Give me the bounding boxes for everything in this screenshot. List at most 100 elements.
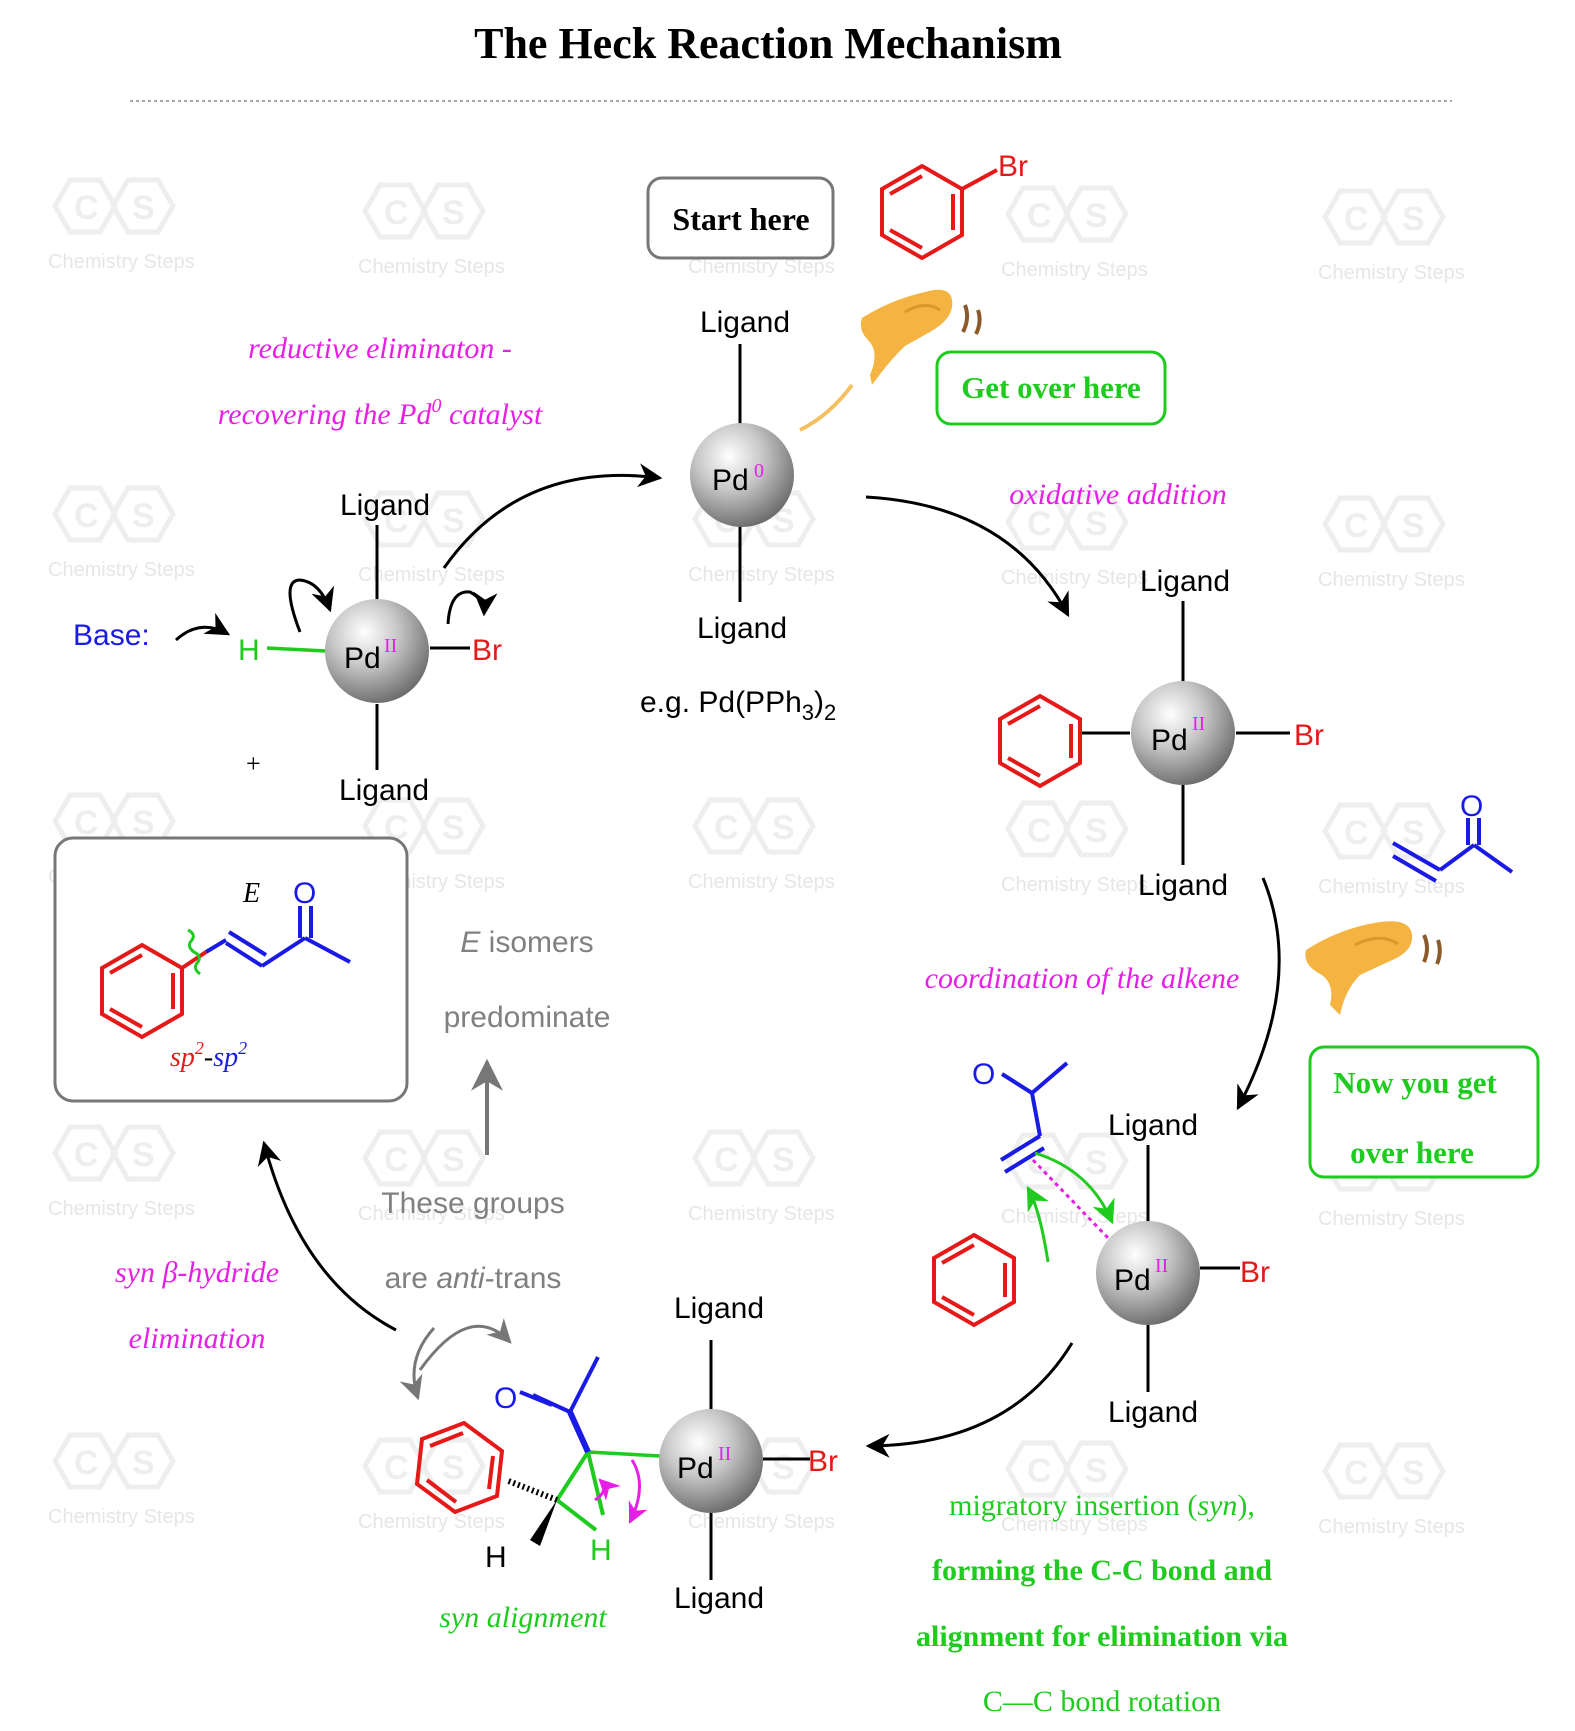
page-title: The Heck Reaction Mechanism (474, 19, 1062, 68)
br-atom-label: Br (998, 150, 1028, 183)
electron-push-arrow (446, 590, 498, 625)
e-isomers-label: E isomers (460, 926, 593, 959)
svg-text:Chemistry Steps: Chemistry Steps (688, 1203, 835, 1225)
beckoning-hand-icon (1305, 921, 1442, 1015)
watermark: Chemistry Steps (358, 493, 505, 586)
hydride-atom-label: H (238, 634, 260, 667)
ligand-label: Ligand (700, 306, 790, 339)
svg-text:Pd: Pd (1114, 1264, 1151, 1297)
watermark: Chemistry Steps (1001, 188, 1148, 281)
watermark: Chemistry Steps (688, 185, 835, 278)
base-attack-arrow (174, 612, 231, 642)
svg-text:Chemistry Steps: Chemistry Steps (688, 1511, 835, 1533)
coordination-label: coordination of the alkene (925, 962, 1240, 995)
svg-text:Chemistry Steps: Chemistry Steps (358, 256, 505, 278)
reductive-elimination-label: reductive eliminaton - (248, 332, 512, 365)
oxidative-addition-label: oxidative addition (1009, 478, 1226, 511)
svg-text:Chemistry Steps: Chemistry Steps (48, 559, 195, 581)
svg-text:Pd: Pd (344, 642, 381, 675)
svg-text:Pd: Pd (712, 464, 749, 497)
svg-text:Chemistry Steps: Chemistry Steps (1001, 1206, 1148, 1228)
watermark: Chemistry Steps (48, 1127, 195, 1220)
syn-alignment-label: syn alignment (439, 1601, 607, 1634)
recovering-catalyst-label: recovering the Pd0 catalyst (218, 395, 543, 431)
br-atom-label: Br (472, 634, 502, 667)
electron-push-arrow (288, 578, 335, 633)
carbonyl-double-bond (519, 1390, 553, 1407)
predominate-label: predominate (444, 1001, 611, 1034)
cycle-arrow-oxidative (865, 495, 1070, 618)
br-atom-label: Br (1240, 1256, 1270, 1289)
e-configuration-label: E (242, 878, 260, 909)
ligand-label: Ligand (1138, 869, 1228, 902)
oxygen-atom-label: O (1460, 790, 1483, 823)
green-curved-arrow (1034, 1151, 1115, 1225)
ligand-label: Ligand (697, 612, 787, 645)
cycle-arrow-reductive (442, 463, 663, 569)
ligand-label: Ligand (1140, 565, 1230, 598)
svg-text:0: 0 (754, 460, 764, 482)
methyl-vinyl-ketone-reagent (1391, 818, 1514, 883)
plus-sign: + (246, 749, 261, 778)
rotation-arrow (594, 1478, 621, 1502)
watermark: Chemistry Steps (358, 1440, 505, 1533)
bromobenzene-reagent (880, 163, 998, 261)
grey-rotation-arrow (418, 1318, 512, 1371)
svg-text:Chemistry Steps: Chemistry Steps (1318, 1516, 1465, 1538)
svg-text:Chemistry Steps: Chemistry Steps (688, 256, 835, 278)
ligand-label: Ligand (674, 1582, 764, 1615)
svg-text:Chemistry Steps: Chemistry Steps (688, 871, 835, 893)
svg-text:Chemistry Steps: Chemistry Steps (358, 1203, 505, 1225)
svg-text:II: II (384, 635, 397, 657)
base-label: Base: (73, 619, 150, 652)
watermark: Chemistry Steps (1001, 803, 1148, 896)
svg-text:Chemistry Steps: Chemistry Steps (1318, 876, 1465, 898)
svg-text:Get over here: Get over here (961, 370, 1141, 405)
svg-text:Pd: Pd (677, 1452, 714, 1485)
migratory-insertion-line3: alignment for elimination via (916, 1620, 1288, 1653)
ligand-label: Ligand (340, 489, 430, 522)
rotation-arrow (628, 1459, 648, 1524)
svg-text:over here: over here (1350, 1135, 1474, 1170)
svg-text:Chemistry Steps: Chemistry Steps (48, 1506, 195, 1528)
oxygen-atom-label: O (293, 877, 316, 910)
svg-text:Start here: Start here (672, 201, 809, 237)
migratory-insertion-line4: C—C bond rotation (983, 1685, 1221, 1718)
beckoning-hand-icon (799, 289, 982, 432)
watermark: Chemistry Steps (1318, 191, 1465, 284)
grey-rotation-arrow (399, 1326, 436, 1401)
cycle-arrow-coordination (1236, 877, 1281, 1111)
wedge-bond (530, 1500, 557, 1546)
catalyst-example: e.g. Pd(PPh3)2 (640, 686, 836, 725)
cycle-arrow-elimination (257, 1140, 397, 1332)
br-atom-label: Br (1294, 719, 1324, 752)
cycle-arrow-migratory (865, 1342, 1074, 1458)
product-phenyl-ring (100, 942, 208, 1040)
coordinated-alkene (999, 1061, 1069, 1174)
product-enone (204, 906, 351, 968)
svg-text:Now you get: Now you get (1333, 1065, 1497, 1100)
svg-text:Chemistry Steps: Chemistry Steps (1001, 874, 1148, 896)
migratory-insertion-line2: forming the C-C bond and (932, 1554, 1272, 1587)
oxygen-atom-label: O (972, 1058, 995, 1091)
these-groups-label: These groups (381, 1187, 564, 1220)
hydrogen-atom-label: H (590, 1534, 612, 1567)
br-atom-label: Br (808, 1445, 838, 1478)
sp2-sp2-bond-wave (187, 928, 201, 976)
alkene-pd-complex: Pd II (1096, 1145, 1240, 1392)
svg-text:Chemistry Steps: Chemistry Steps (48, 251, 195, 273)
watermark: Chemistry Steps (358, 185, 505, 278)
watermark: Chemistry Steps (1318, 1445, 1465, 1538)
watermark: Chemistry Steps (688, 1440, 835, 1533)
anti-trans-label: are anti-trans (385, 1262, 562, 1295)
watermark: Chemistry Steps (688, 493, 835, 586)
svg-text:II: II (1155, 1255, 1168, 1277)
watermark: Chemistry Steps (688, 800, 835, 893)
watermark: Chemistry Steps (1001, 1443, 1148, 1536)
watermark: Chemistry Steps (1318, 1137, 1465, 1230)
h-atom-label: H (485, 1541, 507, 1574)
pd0-catalyst: Pd 0 (690, 344, 794, 602)
svg-text:Chemistry Steps: Chemistry Steps (1318, 262, 1465, 284)
now-you-get-over-here-box: Now you get over here (1308, 1045, 1540, 1179)
